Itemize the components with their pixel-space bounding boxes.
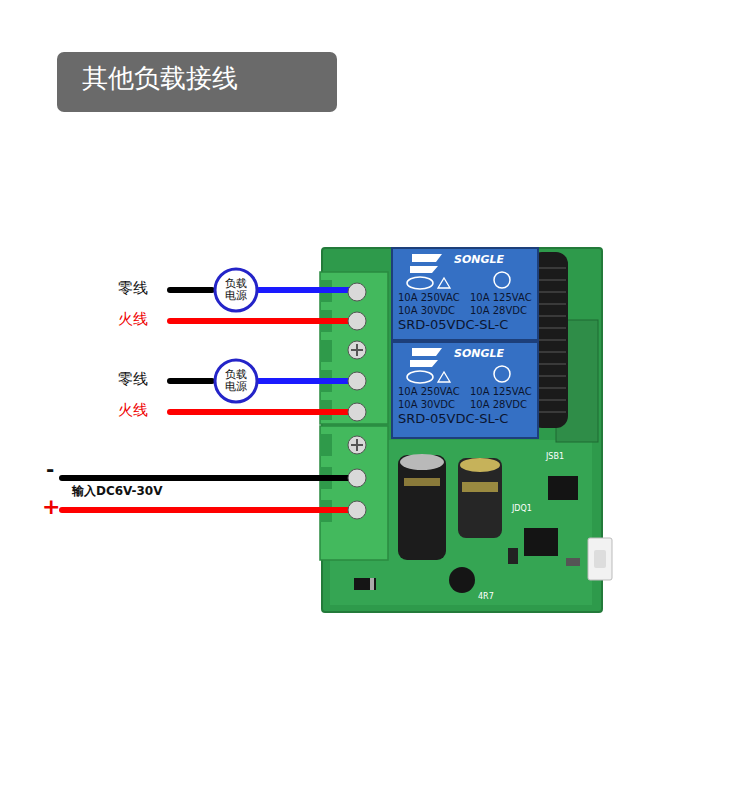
relay-marking: SRD-05VDC-SL-C	[398, 412, 508, 426]
relay-marking: 10A 28VDC	[470, 399, 527, 410]
inductor	[449, 567, 475, 593]
relay-marking: 10A 30VDC	[398, 305, 455, 316]
terminal-block	[320, 426, 388, 560]
push-button	[588, 538, 612, 580]
terminal-block	[320, 272, 388, 424]
relay-marking: 10A 28VDC	[470, 305, 527, 316]
ul-logo	[494, 272, 510, 288]
diode	[354, 578, 376, 590]
input-label: 输入DC6V-30V	[72, 485, 163, 499]
warning-triangle	[438, 278, 450, 288]
title-text: 其他负载接线	[82, 64, 238, 94]
ic-chip	[524, 528, 558, 556]
silkscreen-label: JDQ1	[512, 504, 532, 513]
relay-marking: SONGLE	[454, 348, 504, 360]
relay-marking: SRD-05VDC-SL-C	[398, 318, 508, 332]
ic-chip	[548, 476, 578, 500]
load-wire	[259, 378, 357, 384]
wire-label: 零线	[118, 371, 148, 388]
capacitor-top	[400, 454, 444, 470]
neutral-wire	[170, 378, 212, 384]
terminal-screws	[348, 283, 366, 519]
load-circle: 负载 电源	[213, 358, 259, 404]
load-label: 负载 电源	[223, 369, 249, 393]
polarity-mark: -	[46, 458, 54, 481]
wire-label: 火线	[118, 402, 148, 419]
capacitor	[458, 458, 502, 538]
diode-band	[370, 578, 374, 590]
load-wire	[259, 287, 357, 293]
wires	[62, 290, 357, 510]
cqc-logo	[407, 371, 433, 383]
load-label: 负载 电源	[223, 278, 249, 302]
capacitor-band	[462, 482, 498, 492]
relay-body	[392, 342, 538, 438]
songle-logo	[410, 254, 442, 273]
relay: SONGLE 10A 250VAC 10A 125VAC 10A 30VDC 10A 2…	[392, 342, 538, 438]
negative-wire	[62, 475, 357, 481]
cqc-logo	[407, 277, 433, 289]
relay-marking: 10A 125VAC	[470, 386, 532, 397]
terminal-teeth	[320, 280, 332, 522]
load-circle: 负载 电源	[213, 267, 259, 313]
capacitor-band	[404, 478, 440, 486]
neutral-wire	[170, 287, 212, 293]
relay-marking: SONGLE	[454, 254, 504, 266]
transistor	[508, 548, 518, 564]
songle-logo	[410, 348, 442, 367]
relay: SONGLE 10A 250VAC 10A 125VAC 10A 30VDC 10A 2…	[392, 248, 538, 340]
relay-marking: 10A 125VAC	[470, 292, 532, 303]
title-panel	[57, 52, 337, 112]
wire-label: 火线	[118, 311, 148, 328]
live-wire	[170, 409, 357, 415]
polarity-mark: +	[42, 494, 60, 519]
circle-shape	[215, 269, 257, 311]
silkscreen-label: 4R7	[478, 592, 494, 601]
warning-triangle	[438, 372, 450, 382]
live-wire	[170, 318, 357, 324]
capacitor	[398, 455, 446, 560]
circle-shape	[215, 360, 257, 402]
relay-marking: 10A 250VAC	[398, 386, 460, 397]
relay-marking: 10A 30VDC	[398, 399, 455, 410]
relay-body	[392, 248, 538, 340]
resistor	[566, 558, 580, 566]
positive-wire	[62, 507, 357, 513]
capacitor-top	[460, 458, 500, 472]
wire-label: 零线	[118, 280, 148, 297]
ul-logo	[494, 366, 510, 382]
push-button-cap	[594, 550, 606, 568]
silkscreen-label: JSB1	[546, 452, 564, 461]
relay-marking: 10A 250VAC	[398, 292, 460, 303]
